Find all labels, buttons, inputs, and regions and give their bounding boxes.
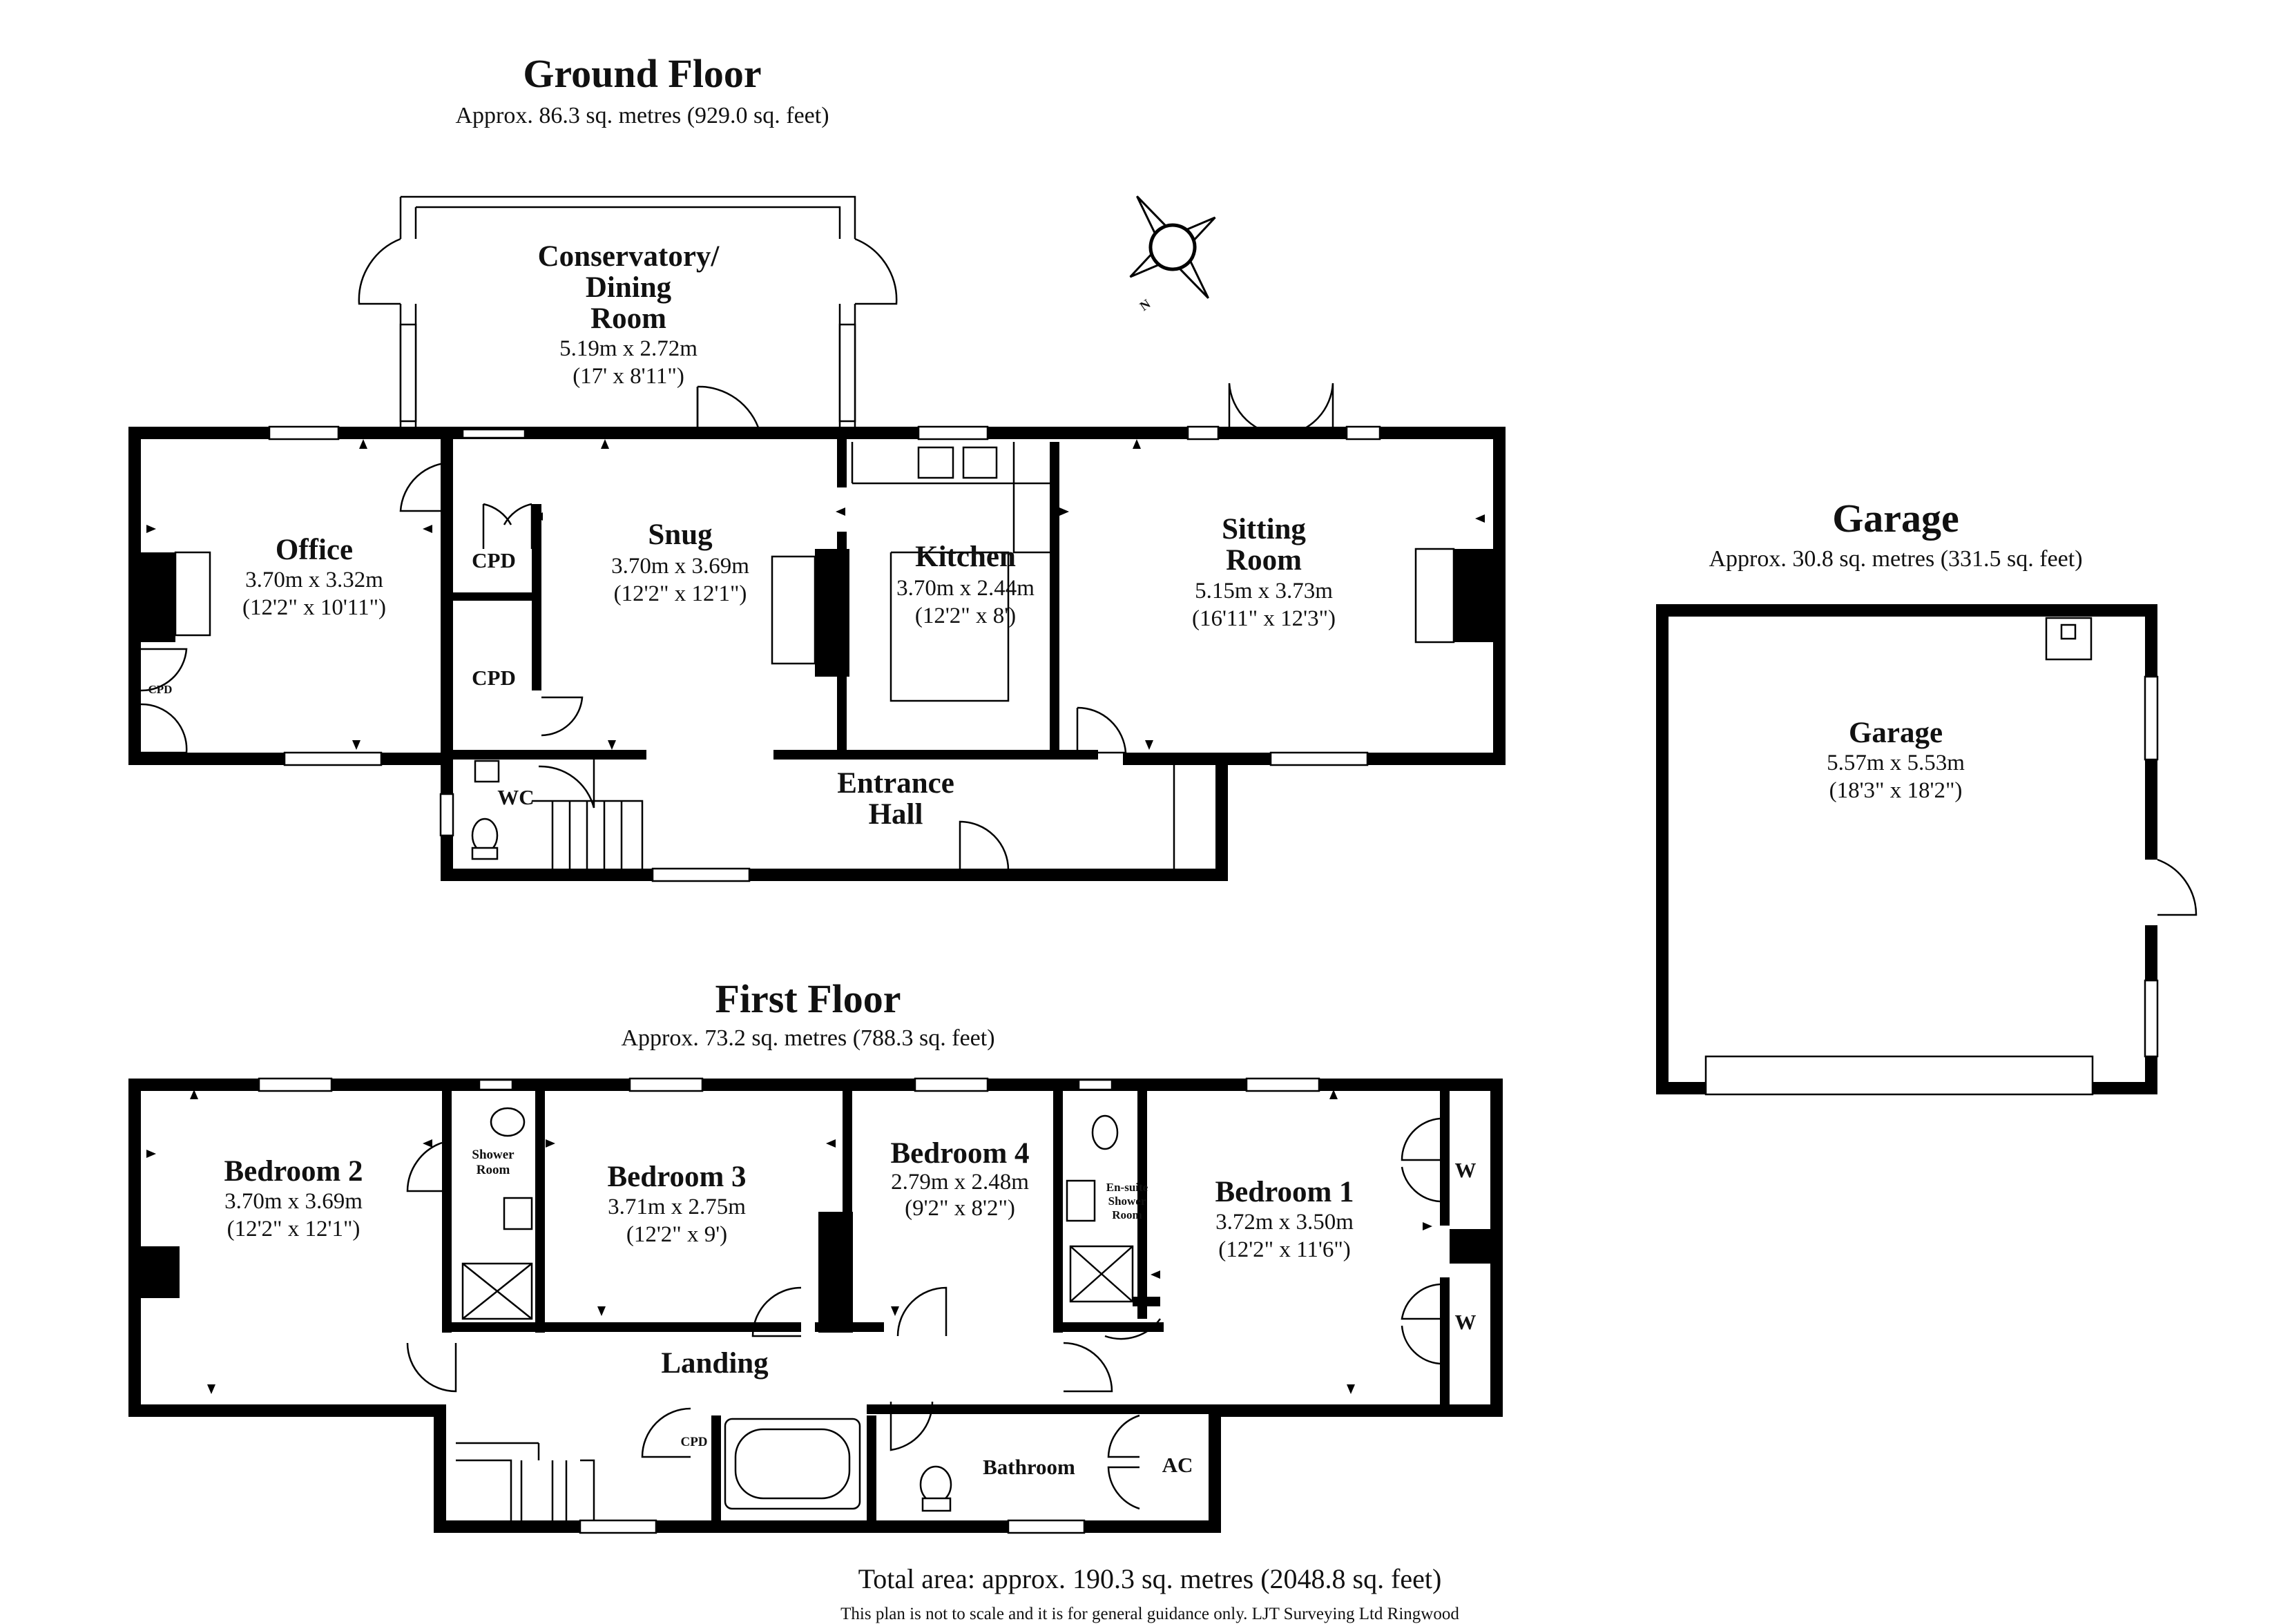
garage-dim-imperial: (18'3" x 18'2") xyxy=(1829,778,1963,803)
bedroom2-dim-metric: 3.70m x 3.69m xyxy=(224,1189,363,1214)
bedroom3-dim-metric: 3.71m x 2.75m xyxy=(608,1195,746,1219)
total-area: Total area: approx. 190.3 sq. metres (20… xyxy=(858,1563,1442,1594)
garage-title: Garage xyxy=(1832,496,1959,541)
bedroom2-label: Bedroom 2 xyxy=(224,1155,363,1188)
snug-label: Snug xyxy=(648,519,713,551)
ensuite-label-line1: En-suite xyxy=(1106,1181,1148,1194)
bathroom-label: Bathroom xyxy=(983,1455,1075,1479)
bedroom4-dim-metric: 2.79m x 2.48m xyxy=(891,1170,1029,1195)
garage-plan xyxy=(1656,604,2198,1096)
wardrobe1-label: W xyxy=(1455,1158,1477,1182)
bedroom4-dim-imperial: (9'2" x 8'2") xyxy=(905,1196,1015,1221)
ground-floor-area: Approx. 86.3 sq. metres (929.0 sq. feet) xyxy=(455,103,829,128)
conservatory-dim-imperial: (17' x 8'11") xyxy=(573,364,684,389)
first-floor-title: First Floor xyxy=(715,976,901,1021)
conservatory-dim-metric: 5.19m x 2.72m xyxy=(559,336,698,361)
first-floor-area: Approx. 73.2 sq. metres (788.3 sq. feet) xyxy=(621,1025,994,1051)
bedroom3-label: Bedroom 3 xyxy=(607,1161,746,1193)
wc-label: WC xyxy=(497,785,534,809)
ground-floor-plan xyxy=(128,195,1506,882)
conservatory-label-line2: Dining xyxy=(586,271,672,304)
entrance-hall-label-line1: Entrance xyxy=(837,767,954,800)
sitting-room-dim-imperial: (16'11" x 12'3") xyxy=(1192,606,1336,631)
compass-rose-icon xyxy=(1129,195,1216,299)
bedroom4-label: Bedroom 4 xyxy=(890,1137,1029,1170)
shower-room-label-line1: Shower xyxy=(472,1148,515,1162)
cpd-first-floor-label: CPD xyxy=(680,1435,707,1449)
cpd-office-label: CPD xyxy=(148,683,173,696)
bedroom1-dim-metric: 3.72m x 3.50m xyxy=(1215,1210,1354,1235)
bedroom1-dim-imperial: (12'2" x 11'6") xyxy=(1218,1237,1351,1262)
sitting-room-label-line1: Sitting xyxy=(1222,513,1306,545)
ensuite-label-line2: Shower xyxy=(1108,1195,1146,1208)
kitchen-dim-metric: 3.70m x 2.44m xyxy=(896,576,1035,601)
conservatory-label-line3: Room xyxy=(590,302,666,335)
ground-floor-title: Ground Floor xyxy=(523,51,761,96)
snug-dim-imperial: (12'2" x 12'1") xyxy=(614,581,747,606)
ensuite-label-line3: Room xyxy=(1112,1208,1142,1221)
cpd-lower-label: CPD xyxy=(472,666,516,690)
first-floor-plan xyxy=(128,1077,1503,1534)
garage-dim-metric: 5.57m x 5.53m xyxy=(1827,751,1965,775)
bedroom3-dim-imperial: (12'2" x 9') xyxy=(626,1222,727,1247)
wardrobe2-label: W xyxy=(1455,1310,1477,1334)
sitting-room-label-line2: Room xyxy=(1226,544,1302,577)
kitchen-dim-imperial: (12'2" x 8') xyxy=(915,603,1016,628)
shower-room-label-line2: Room xyxy=(477,1163,510,1177)
disclaimer: This plan is not to scale and it is for … xyxy=(840,1605,1459,1623)
garage-area: Approx. 30.8 sq. metres (331.5 sq. feet) xyxy=(1709,546,2082,572)
cpd-upper-label: CPD xyxy=(472,548,516,572)
office-dim-imperial: (12'2" x 10'11") xyxy=(242,595,386,620)
office-label: Office xyxy=(276,534,353,566)
ac-label: AC xyxy=(1162,1453,1193,1477)
entrance-hall-label-line2: Hall xyxy=(869,798,923,831)
kitchen-label: Kitchen xyxy=(915,541,1016,573)
garage-room-label: Garage xyxy=(1849,717,1943,749)
office-dim-metric: 3.70m x 3.32m xyxy=(245,568,383,592)
conservatory-label-line1: Conservatory/ xyxy=(538,240,720,273)
bedroom2-dim-imperial: (12'2" x 12'1") xyxy=(227,1217,360,1241)
sitting-room-dim-metric: 5.15m x 3.73m xyxy=(1195,579,1333,603)
snug-dim-metric: 3.70m x 3.69m xyxy=(611,554,749,579)
bedroom1-label: Bedroom 1 xyxy=(1215,1176,1354,1208)
landing-label: Landing xyxy=(661,1347,769,1380)
compass-north-label: N xyxy=(1137,297,1154,314)
